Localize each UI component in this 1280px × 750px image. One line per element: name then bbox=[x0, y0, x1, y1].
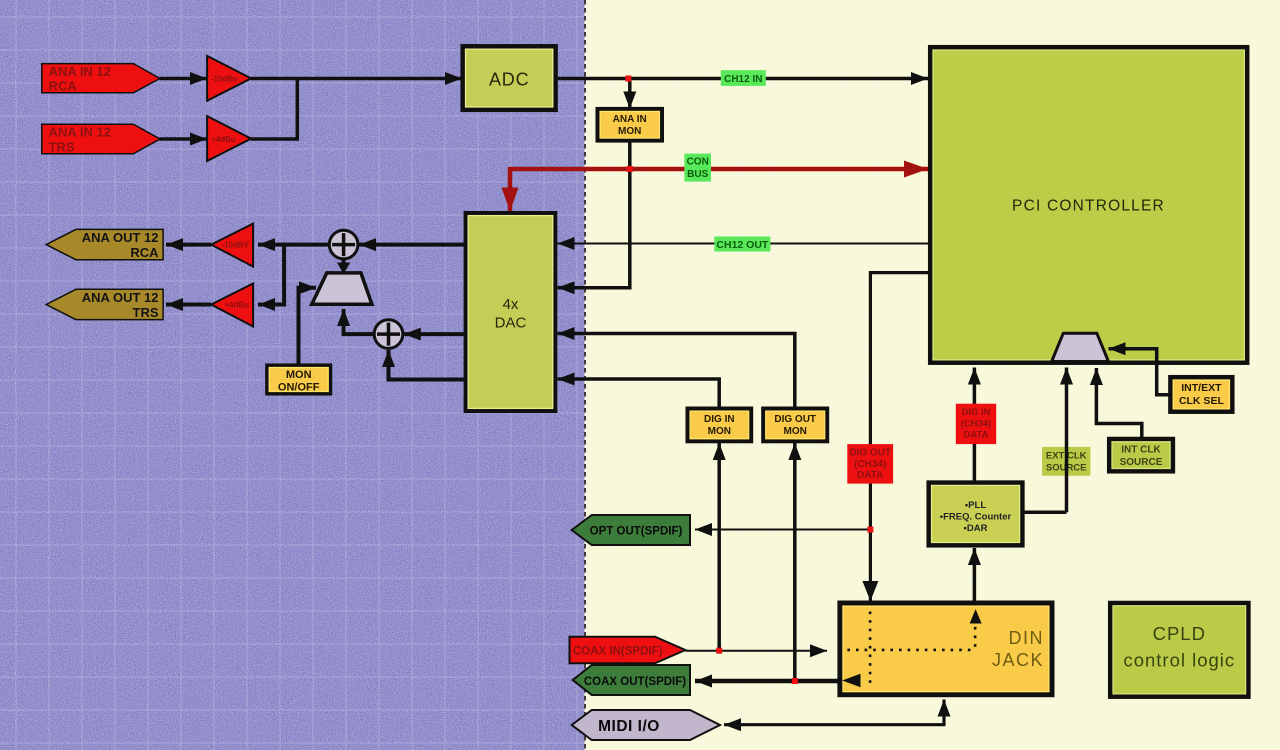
svg-text:MIDI I/O: MIDI I/O bbox=[598, 718, 660, 735]
svg-text:MON: MON bbox=[618, 126, 641, 137]
svg-text:CON: CON bbox=[687, 157, 709, 168]
svg-text:JACK: JACK bbox=[992, 650, 1044, 670]
svg-text:BUS: BUS bbox=[687, 169, 708, 180]
svg-text:•PLL: •PLL bbox=[965, 500, 986, 511]
svg-text:CH12 IN: CH12 IN bbox=[724, 74, 762, 85]
svg-text:ANA OUT 12: ANA OUT 12 bbox=[82, 290, 159, 305]
svg-text:DIG IN: DIG IN bbox=[961, 407, 990, 418]
svg-text:ANA IN 12: ANA IN 12 bbox=[49, 125, 111, 140]
svg-text:CLK SEL: CLK SEL bbox=[1179, 395, 1225, 407]
svg-text:DAC: DAC bbox=[495, 315, 527, 332]
svg-text:TRS: TRS bbox=[133, 305, 159, 320]
svg-text:+4dBu: +4dBu bbox=[224, 301, 249, 310]
svg-text:-10dBV: -10dBV bbox=[221, 241, 249, 250]
svg-text:INT/EXT: INT/EXT bbox=[1181, 382, 1222, 394]
svg-text:•FREQ. Counter: •FREQ. Counter bbox=[940, 512, 1012, 523]
svg-text:DIG IN: DIG IN bbox=[704, 414, 735, 425]
svg-text:ADC: ADC bbox=[489, 70, 529, 90]
svg-text:MON: MON bbox=[286, 369, 312, 381]
svg-text:PCI CONTROLLER: PCI CONTROLLER bbox=[1012, 198, 1165, 215]
svg-text:ANA OUT 12: ANA OUT 12 bbox=[82, 230, 159, 245]
svg-text:INT CLK: INT CLK bbox=[1121, 444, 1161, 455]
svg-text:•DAR: •DAR bbox=[964, 523, 988, 534]
svg-text:DATA: DATA bbox=[857, 470, 883, 481]
svg-text:-10dBv: -10dBv bbox=[211, 75, 238, 84]
svg-text:MON: MON bbox=[708, 426, 731, 437]
svg-text:CH12 OUT: CH12 OUT bbox=[716, 239, 769, 251]
svg-text:(CH34): (CH34) bbox=[961, 418, 992, 429]
svg-text:ANA IN: ANA IN bbox=[613, 114, 647, 125]
svg-text:ON/OFF: ON/OFF bbox=[278, 381, 320, 393]
svg-text:MON: MON bbox=[784, 426, 807, 437]
svg-text:control logic: control logic bbox=[1123, 650, 1235, 671]
svg-text:OPT OUT(SPDIF): OPT OUT(SPDIF) bbox=[590, 525, 683, 537]
svg-text:DIG OUT: DIG OUT bbox=[774, 414, 816, 425]
svg-text:ANA IN 12: ANA IN 12 bbox=[49, 64, 111, 79]
svg-text:SOURCE: SOURCE bbox=[1120, 457, 1163, 468]
svg-text:DATA: DATA bbox=[964, 430, 989, 441]
svg-text:CPLD: CPLD bbox=[1153, 623, 1206, 644]
svg-text:+4dBu: +4dBu bbox=[211, 135, 236, 144]
svg-text:TRS: TRS bbox=[49, 139, 75, 154]
svg-text:COAX OUT(SPDIF): COAX OUT(SPDIF) bbox=[584, 676, 686, 688]
svg-text:RCA: RCA bbox=[49, 79, 78, 94]
svg-text:4x: 4x bbox=[503, 296, 519, 313]
svg-text:DIN: DIN bbox=[1009, 628, 1045, 648]
svg-text:RCA: RCA bbox=[130, 245, 159, 260]
svg-text:COAX IN(SPDIF): COAX IN(SPDIF) bbox=[573, 645, 663, 657]
svg-text:DIG OUT: DIG OUT bbox=[849, 448, 891, 459]
svg-text:(CH34): (CH34) bbox=[854, 459, 886, 470]
